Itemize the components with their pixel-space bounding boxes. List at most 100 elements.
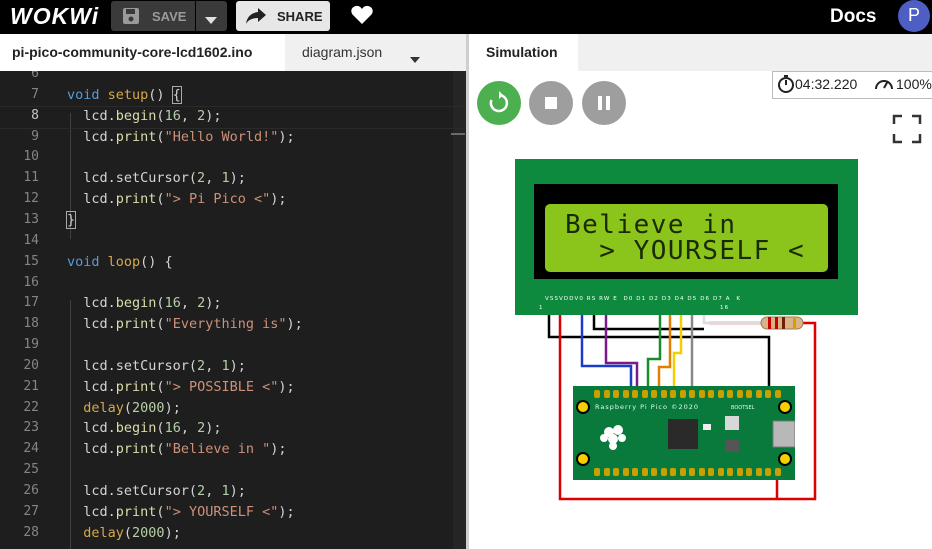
wire-rs — [580, 315, 633, 389]
pico-pin[interactable] — [622, 390, 629, 398]
code-line[interactable]: 27 lcd.print("> YOURSELF <"); — [0, 503, 466, 524]
pico-pin[interactable] — [689, 468, 695, 476]
pico-pin[interactable] — [774, 468, 781, 476]
docs-link[interactable]: Docs — [830, 6, 877, 27]
code-line[interactable]: 17 lcd.begin(16, 2); — [0, 294, 466, 315]
line-number: 8 — [31, 107, 39, 123]
code-line[interactable]: 22 delay(2000); — [0, 399, 466, 420]
code-token: 2 — [197, 420, 206, 437]
stop-button[interactable] — [529, 81, 573, 125]
restart-button[interactable] — [477, 81, 521, 125]
tabs-menu-icon[interactable] — [410, 50, 420, 68]
code-line[interactable]: 14 — [0, 232, 466, 253]
wokwi-logo[interactable]: WOKWi — [10, 3, 100, 29]
pico-bootsel-label: BOOTSEL — [731, 405, 755, 411]
pico-pin[interactable] — [670, 390, 676, 398]
code-token: ); — [278, 378, 295, 395]
pico-pin[interactable] — [603, 468, 610, 476]
code-line[interactable]: 18 lcd.print("Everything is"); — [0, 315, 466, 336]
pico-pin[interactable] — [765, 390, 771, 398]
code-token: lcd. — [67, 191, 116, 208]
pause-button[interactable] — [582, 81, 626, 125]
code-line[interactable]: 25 — [0, 461, 466, 482]
lcd1602-module[interactable]: Believe in > YOURSELF < VSSVDDV0 RS RW E… — [515, 159, 858, 315]
pico-pin[interactable] — [727, 468, 733, 476]
code-token: "Believe in " — [164, 441, 271, 458]
code-line[interactable]: 12 lcd.print("> Pi Pico <"); — [0, 190, 466, 211]
line-number: 20 — [23, 357, 39, 373]
code-line[interactable]: 19 — [0, 336, 466, 357]
code-line[interactable]: 26 lcd.setCursor(2, 1); — [0, 482, 466, 503]
pico-pin[interactable] — [736, 390, 743, 398]
pico-pin[interactable] — [708, 390, 714, 398]
pico-pin[interactable] — [670, 468, 676, 476]
pico-pin[interactable] — [613, 468, 619, 476]
code-line[interactable]: 10 — [0, 148, 466, 169]
share-arrow-icon — [246, 8, 266, 27]
pico-pin[interactable] — [755, 390, 762, 398]
pico-pin[interactable] — [613, 390, 619, 398]
pico-pin[interactable] — [651, 468, 657, 476]
heart-icon[interactable] — [351, 5, 373, 30]
code-line[interactable]: 24 lcd.print("Believe in "); — [0, 440, 466, 461]
pico-pin[interactable] — [765, 468, 771, 476]
code-line[interactable]: 13} — [0, 210, 466, 232]
code-line[interactable]: 20 lcd.setCursor(2, 1); — [0, 357, 466, 378]
resistor[interactable] — [760, 316, 804, 330]
code-token: print — [115, 316, 157, 333]
lcd-bezel: Believe in > YOURSELF < — [534, 184, 838, 279]
pico-pin[interactable] — [698, 390, 705, 398]
tab-diagram-json[interactable]: diagram.json — [302, 44, 383, 60]
pico-pin[interactable] — [622, 468, 629, 476]
pico-pin[interactable] — [708, 468, 714, 476]
pico-pin[interactable] — [632, 390, 638, 398]
pico-pin[interactable] — [689, 390, 695, 398]
code-token: lcd. — [67, 441, 116, 458]
pico-pin[interactable] — [774, 390, 781, 398]
save-options-button[interactable] — [196, 1, 227, 31]
code-line[interactable]: 9 lcd.print("Hello World!"); — [0, 128, 466, 149]
raspberry-pi-pico[interactable]: Raspberry Pi Pico ©2020 BOOTSEL — [573, 386, 795, 480]
tab-sketch-file[interactable]: pi-pico-community-core-lcd1602.ino — [0, 34, 285, 71]
pico-pin[interactable] — [594, 468, 600, 476]
line-number: 26 — [23, 483, 39, 498]
panel-divider[interactable] — [466, 34, 469, 549]
code-line[interactable]: 11 lcd.setCursor(2, 1); — [0, 169, 466, 190]
avatar[interactable]: P — [898, 0, 930, 32]
code-line[interactable]: 16 — [0, 274, 466, 295]
pico-pin[interactable] — [679, 390, 686, 398]
pico-pin[interactable] — [698, 468, 705, 476]
pico-pin[interactable] — [717, 468, 724, 476]
pico-pin[interactable] — [746, 468, 752, 476]
editor-scrollbar[interactable] — [453, 71, 466, 549]
pico-pin[interactable] — [641, 390, 648, 398]
pico-pin[interactable] — [660, 468, 667, 476]
code-token: ( — [123, 399, 133, 416]
share-button[interactable]: SHARE — [236, 1, 330, 31]
pico-pin[interactable] — [755, 468, 762, 476]
simulation-canvas[interactable]: 04:32.220 100% — [469, 71, 932, 549]
code-line[interactable]: 21 lcd.print("> POSSIBLE <"); — [0, 378, 466, 399]
code-line[interactable]: 8 lcd.begin(16, 2); — [0, 105, 466, 129]
pico-pin[interactable] — [660, 390, 667, 398]
code-line[interactable]: 23 lcd.begin(16, 2); — [0, 419, 466, 440]
code-line[interactable]: 6 — [0, 71, 466, 86]
pico-pin[interactable] — [641, 468, 648, 476]
pico-pin[interactable] — [679, 468, 686, 476]
pico-pin[interactable] — [727, 390, 733, 398]
fullscreen-icon[interactable] — [892, 114, 922, 149]
pico-pin[interactable] — [736, 468, 743, 476]
tab-simulation[interactable]: Simulation — [469, 34, 578, 71]
pico-pin[interactable] — [746, 390, 752, 398]
code-token: begin — [115, 295, 157, 312]
pico-pin[interactable] — [717, 390, 724, 398]
pico-pin[interactable] — [651, 390, 657, 398]
code-line[interactable]: 28 delay(2000); — [0, 524, 466, 545]
pico-pin[interactable] — [603, 390, 610, 398]
save-button[interactable]: SAVE — [111, 1, 195, 31]
pico-pin[interactable] — [632, 468, 638, 476]
pico-pin[interactable] — [594, 390, 600, 398]
